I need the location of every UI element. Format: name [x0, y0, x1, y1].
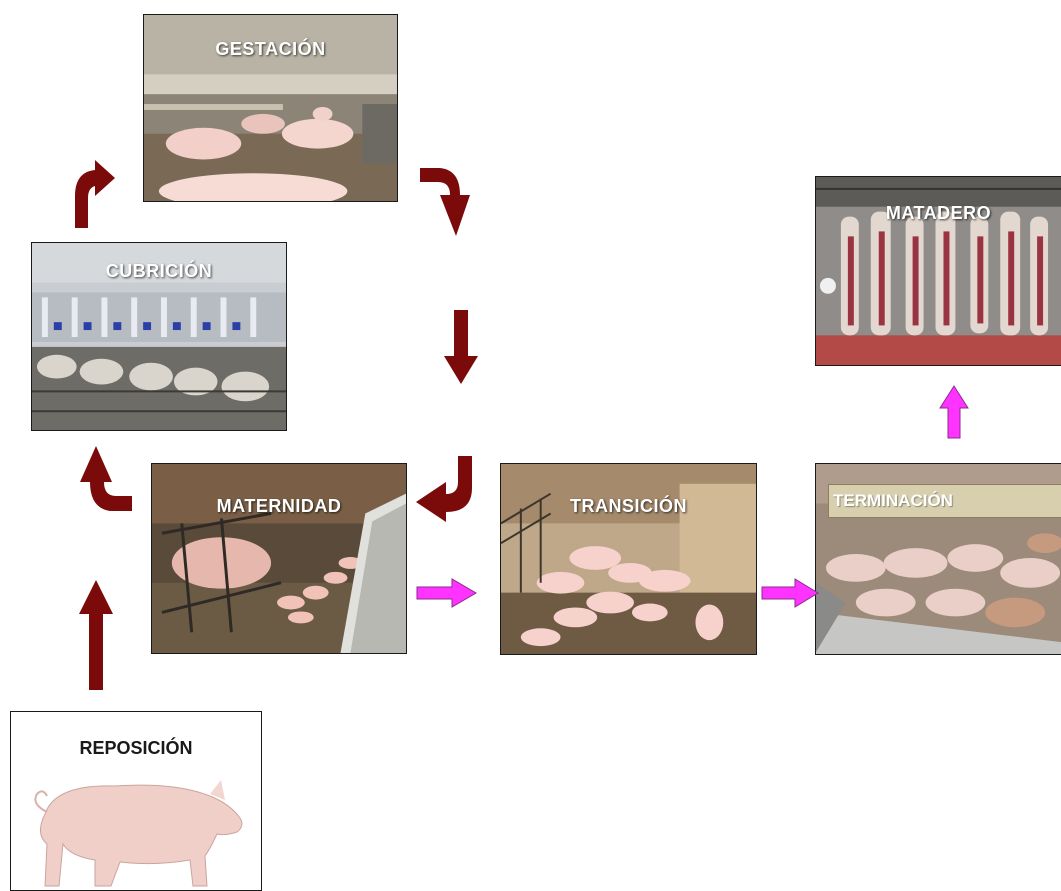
right-arrow-icon — [417, 579, 476, 607]
reposicion-box: REPOSICIÓN — [10, 711, 262, 891]
curved-arrow-icon — [75, 160, 115, 228]
terminacion-label: TERMINACIÓN — [829, 485, 1061, 517]
maternidad-photo: MATERNIDAD — [151, 463, 407, 654]
terminacion-photo: TERMINACIÓN — [815, 463, 1061, 655]
reposicion-label: REPOSICIÓN — [11, 738, 261, 759]
up-arrow-icon — [940, 386, 968, 438]
nursery-scene-image — [501, 464, 756, 654]
farrowing-scene-image — [152, 464, 406, 653]
pig-icon — [25, 774, 245, 890]
curved-arrow-icon — [416, 456, 472, 522]
terminacion-label-box: TERMINACIÓN — [828, 484, 1061, 518]
maternidad-label: MATERNIDAD — [152, 496, 406, 517]
matadero-label: MATADERO — [816, 203, 1061, 224]
transicion-photo: TRANSICIÓN — [500, 463, 757, 655]
cubricion-photo: CUBRICIÓN — [31, 242, 287, 431]
matadero-photo: MATADERO — [815, 176, 1061, 366]
gestacion-label: GESTACIÓN — [144, 39, 397, 60]
gestacion-photo: GESTACIÓN — [143, 14, 398, 202]
cubricion-label: CUBRICIÓN — [32, 261, 286, 282]
curved-arrow-icon — [80, 446, 132, 511]
transicion-label: TRANSICIÓN — [501, 496, 756, 517]
arrow-up-icon — [79, 580, 113, 690]
arrow-down-icon — [444, 310, 478, 384]
right-arrow-icon — [762, 579, 818, 607]
curved-arrow-icon — [420, 168, 470, 236]
